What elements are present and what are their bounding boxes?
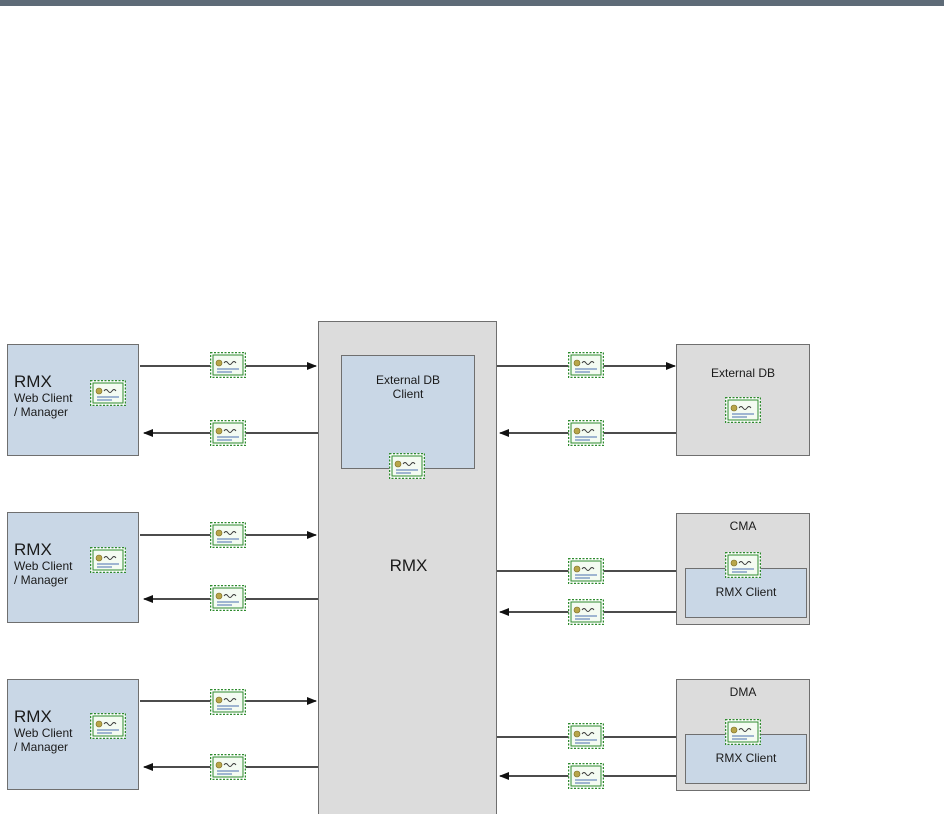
certificate-icon bbox=[209, 419, 247, 447]
certificate-icon bbox=[724, 551, 762, 579]
certificate-icon bbox=[388, 452, 426, 480]
certificate-icon bbox=[209, 688, 247, 716]
certificate-icon bbox=[724, 718, 762, 746]
cma-label: CMA bbox=[729, 519, 757, 533]
certificate-icon bbox=[567, 762, 605, 790]
client-title: RMX bbox=[14, 540, 52, 559]
dma-label: DMA bbox=[729, 685, 757, 699]
client-subtitle: Web Client / Manager bbox=[14, 726, 73, 754]
certificate-icon bbox=[567, 557, 605, 585]
certificate-icon bbox=[89, 712, 127, 740]
client-subtitle: Web Client / Manager bbox=[14, 559, 73, 587]
certificate-icon bbox=[567, 419, 605, 447]
external-db-client: External DB Client bbox=[341, 355, 475, 469]
certificate-icon bbox=[89, 546, 127, 574]
rmx-server: External DB Client RMX bbox=[318, 321, 497, 814]
external-db-label: External DB bbox=[710, 366, 776, 380]
certificate-icon bbox=[567, 598, 605, 626]
certificate-icon bbox=[89, 379, 127, 407]
certificate-icon bbox=[567, 351, 605, 379]
client-title: RMX bbox=[14, 372, 52, 391]
certificate-icon bbox=[724, 396, 762, 424]
certificate-icon bbox=[209, 521, 247, 549]
rmx-server-label: RMX bbox=[389, 556, 428, 575]
certificate-icon bbox=[209, 753, 247, 781]
certificate-icon bbox=[209, 351, 247, 379]
dma-rmx-client-label: RMX Client bbox=[715, 751, 777, 765]
cma-rmx-client-label: RMX Client bbox=[715, 585, 777, 599]
client-title: RMX bbox=[14, 707, 52, 726]
certificate-icon bbox=[567, 722, 605, 750]
external-db-client-label: External DB Client bbox=[375, 373, 441, 401]
header-bar bbox=[0, 0, 944, 6]
client-subtitle: Web Client / Manager bbox=[14, 391, 73, 419]
certificate-icon bbox=[209, 584, 247, 612]
